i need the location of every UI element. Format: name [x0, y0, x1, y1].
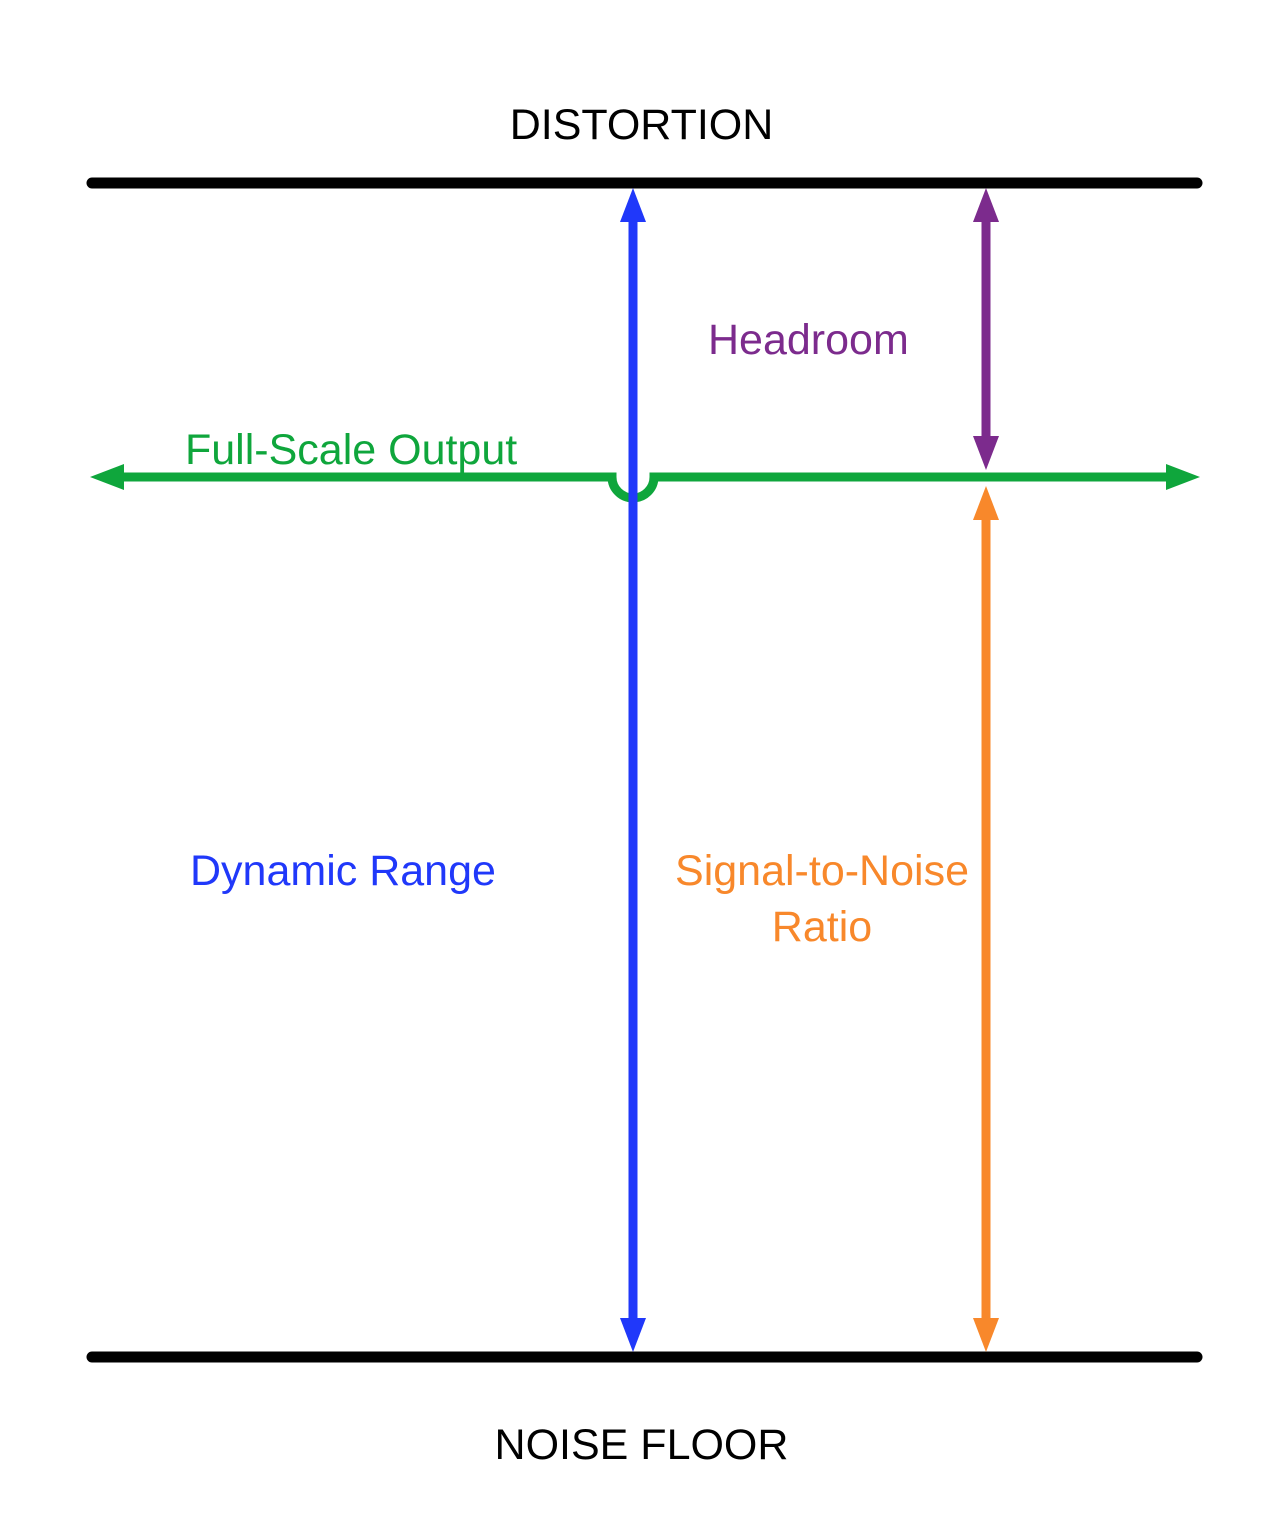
signal-to-noise-ratio-label: Signal-to-Noise Ratio [642, 844, 1002, 956]
snr-arrowhead-bottom-icon [973, 1318, 999, 1352]
dynamic-range-arrowhead-bottom-icon [620, 1318, 646, 1352]
snr-arrowhead-top-icon [973, 486, 999, 520]
headroom-arrowhead-top-icon [973, 188, 999, 222]
headroom-label: Headroom [708, 316, 909, 364]
full-scale-arrow-shaft [122, 472, 1168, 503]
snr-arrow [973, 486, 999, 1352]
signal-to-noise-ratio-label-line1: Signal-to-Noise [675, 847, 969, 895]
dynamic-range-arrowhead-top-icon [620, 188, 646, 222]
distortion-label: DISTORTION [509, 101, 774, 149]
headroom-arrowhead-bottom-icon [973, 436, 999, 470]
headroom-arrow [973, 188, 999, 470]
dynamic-range-arrow [620, 188, 646, 1352]
full-scale-output-label: Full-Scale Output [185, 426, 518, 474]
signal-to-noise-ratio-label-line2: Ratio [771, 902, 873, 951]
full-scale-arrowhead-left-icon [90, 464, 124, 490]
noise-floor-label: NOISE FLOOR [494, 1421, 789, 1469]
dynamic-range-label: Dynamic Range [190, 847, 496, 895]
full-scale-arrowhead-right-icon [1166, 464, 1200, 490]
